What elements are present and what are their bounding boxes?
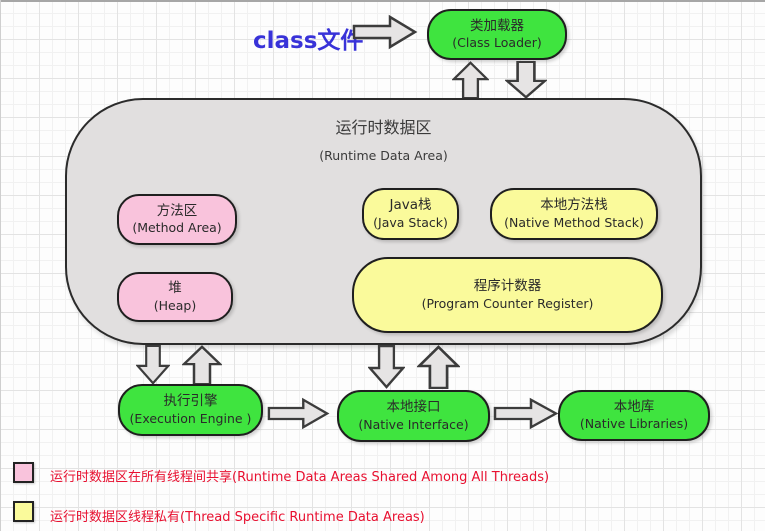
native-interface-label-zh: 本地接口 xyxy=(386,399,441,416)
arrow-up-icon xyxy=(417,345,460,389)
native-interface-label-en: (Native Interface) xyxy=(358,416,469,432)
native-libraries-label-zh: 本地库 xyxy=(613,398,655,415)
arrow-right-icon xyxy=(352,14,418,50)
class-loader-label-zh: 类加载器 xyxy=(470,17,524,34)
arrow-right-icon xyxy=(267,397,330,430)
method-area-label-zh: 方法区 xyxy=(156,202,198,219)
execution-engine-box: 执行引擎 (Execution Engine ) xyxy=(118,384,263,436)
pc-register-label-en: (Program Counter Register) xyxy=(421,295,594,311)
native-method-stack-box: 本地方法栈 (Native Method Stack) xyxy=(490,188,658,240)
native-method-stack-label-en: (Native Method Stack) xyxy=(504,214,644,230)
window-top-edge xyxy=(0,0,765,2)
arrow-down-icon xyxy=(368,345,405,389)
runtime-area-title-en: (Runtime Data Area) xyxy=(319,148,448,163)
legend-label-thread-specific: 运行时数据区线程私有(Thread Specific Runtime Data … xyxy=(50,510,425,525)
pc-register-label-zh: 程序计数器 xyxy=(473,278,542,295)
arrow-up-icon xyxy=(182,345,222,385)
native-interface-box: 本地接口 (Native Interface) xyxy=(337,390,490,442)
program-counter-register-box: 程序计数器 (Program Counter Register) xyxy=(352,257,663,333)
runtime-area-title-zh: 运行时数据区 xyxy=(335,118,432,137)
arrow-down-icon xyxy=(505,61,547,99)
execution-engine-label-en: (Execution Engine ) xyxy=(129,410,252,426)
execution-engine-label-zh: 执行引擎 xyxy=(163,393,218,410)
class-loader-box: 类加载器 (Class Loader) xyxy=(427,9,567,60)
window-left-edge xyxy=(0,0,1,531)
class-file-label: class文件 xyxy=(253,28,364,54)
native-libraries-box: 本地库 (Native Libraries) xyxy=(558,390,710,441)
legend-swatch-thread-specific xyxy=(13,501,34,522)
heap-label-en: (Heap) xyxy=(153,297,197,313)
arrow-down-icon xyxy=(136,345,170,385)
method-area-box: 方法区 (Method Area) xyxy=(117,194,237,245)
native-method-stack-label-zh: 本地方法栈 xyxy=(540,197,608,214)
method-area-label-en: (Method Area) xyxy=(132,220,222,236)
legend-swatch-shared xyxy=(13,462,34,483)
legend-label-shared: 运行时数据区在所有线程间共享(Runtime Data Areas Shared… xyxy=(50,470,550,485)
java-stack-box: Java栈 (Java Stack) xyxy=(362,188,459,240)
heap-box: 堆 (Heap) xyxy=(117,272,233,322)
arrow-right-icon xyxy=(493,397,559,430)
java-stack-label-zh: Java栈 xyxy=(389,197,432,214)
class-loader-label-en: (Class Loader) xyxy=(452,35,542,51)
java-stack-label-en: (Java Stack) xyxy=(373,214,448,230)
heap-label-zh: 堆 xyxy=(168,280,182,297)
arrow-up-icon xyxy=(452,61,489,99)
native-libraries-label-en: (Native Libraries) xyxy=(579,416,689,432)
